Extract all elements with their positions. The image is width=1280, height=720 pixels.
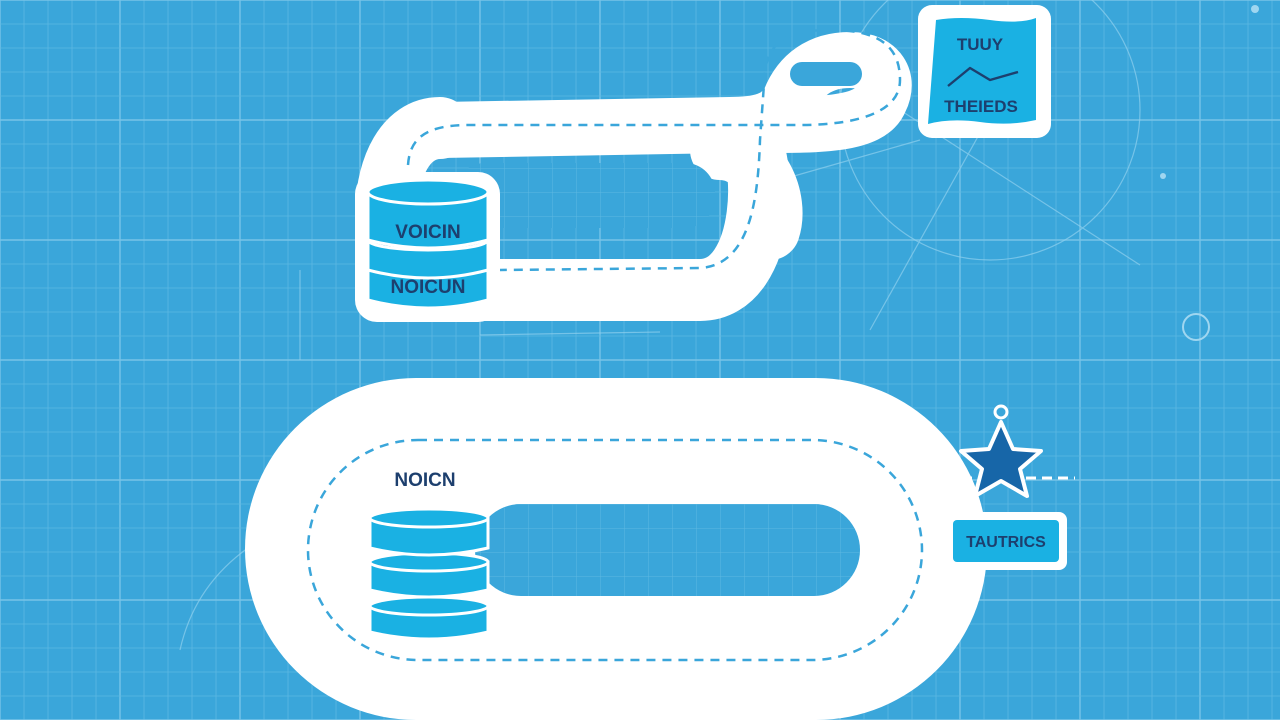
tactics-tag: TAUTRICS — [947, 512, 1067, 570]
lower-track — [245, 378, 987, 720]
db-lower-disk-0-top — [368, 507, 490, 529]
construction-line-e — [479, 331, 661, 336]
chart-card-subtitle: THEIEDS — [944, 97, 1018, 116]
database-stack-upper: VOICIN NOICUN — [355, 172, 500, 322]
tactics-tag-panel — [953, 520, 1059, 562]
chart-card: TUUY THEIEDS — [918, 5, 1051, 138]
star-marker — [930, 404, 1075, 498]
upper-loop-hole — [790, 62, 862, 86]
dot-marker — [1251, 5, 1259, 13]
upper-track-connector — [690, 120, 803, 260]
lower-track-dash — [306, 438, 924, 662]
construction-line-b — [869, 114, 991, 331]
trend-line-icon — [947, 66, 1019, 87]
star-hanger — [993, 404, 1009, 420]
lower-track-hole-grid-overlay — [475, 504, 860, 596]
upper-track-hole-grid-overlay — [455, 163, 715, 228]
db-lower-label: NOICN — [394, 470, 455, 491]
dot-marker-2 — [1160, 173, 1166, 179]
db-upper-disk-0-body — [366, 190, 490, 250]
ring-icon — [1182, 313, 1210, 341]
chart-card-title: TUUY — [957, 35, 1004, 54]
db-upper-label-a: VOICIN — [395, 222, 460, 243]
upper-track-dash — [406, 28, 902, 272]
tactics-tag-label: TAUTRICS — [966, 534, 1046, 551]
chart-card-panel — [928, 18, 1036, 124]
database-stack-lower: NOICN — [368, 470, 490, 641]
star-icon — [959, 420, 1043, 498]
db-upper-label-b: NOICUN — [391, 277, 466, 298]
construction-line-c — [779, 139, 921, 181]
db-lower-disk-2-top — [368, 595, 490, 617]
db-upper-disk-0-top — [366, 178, 490, 206]
